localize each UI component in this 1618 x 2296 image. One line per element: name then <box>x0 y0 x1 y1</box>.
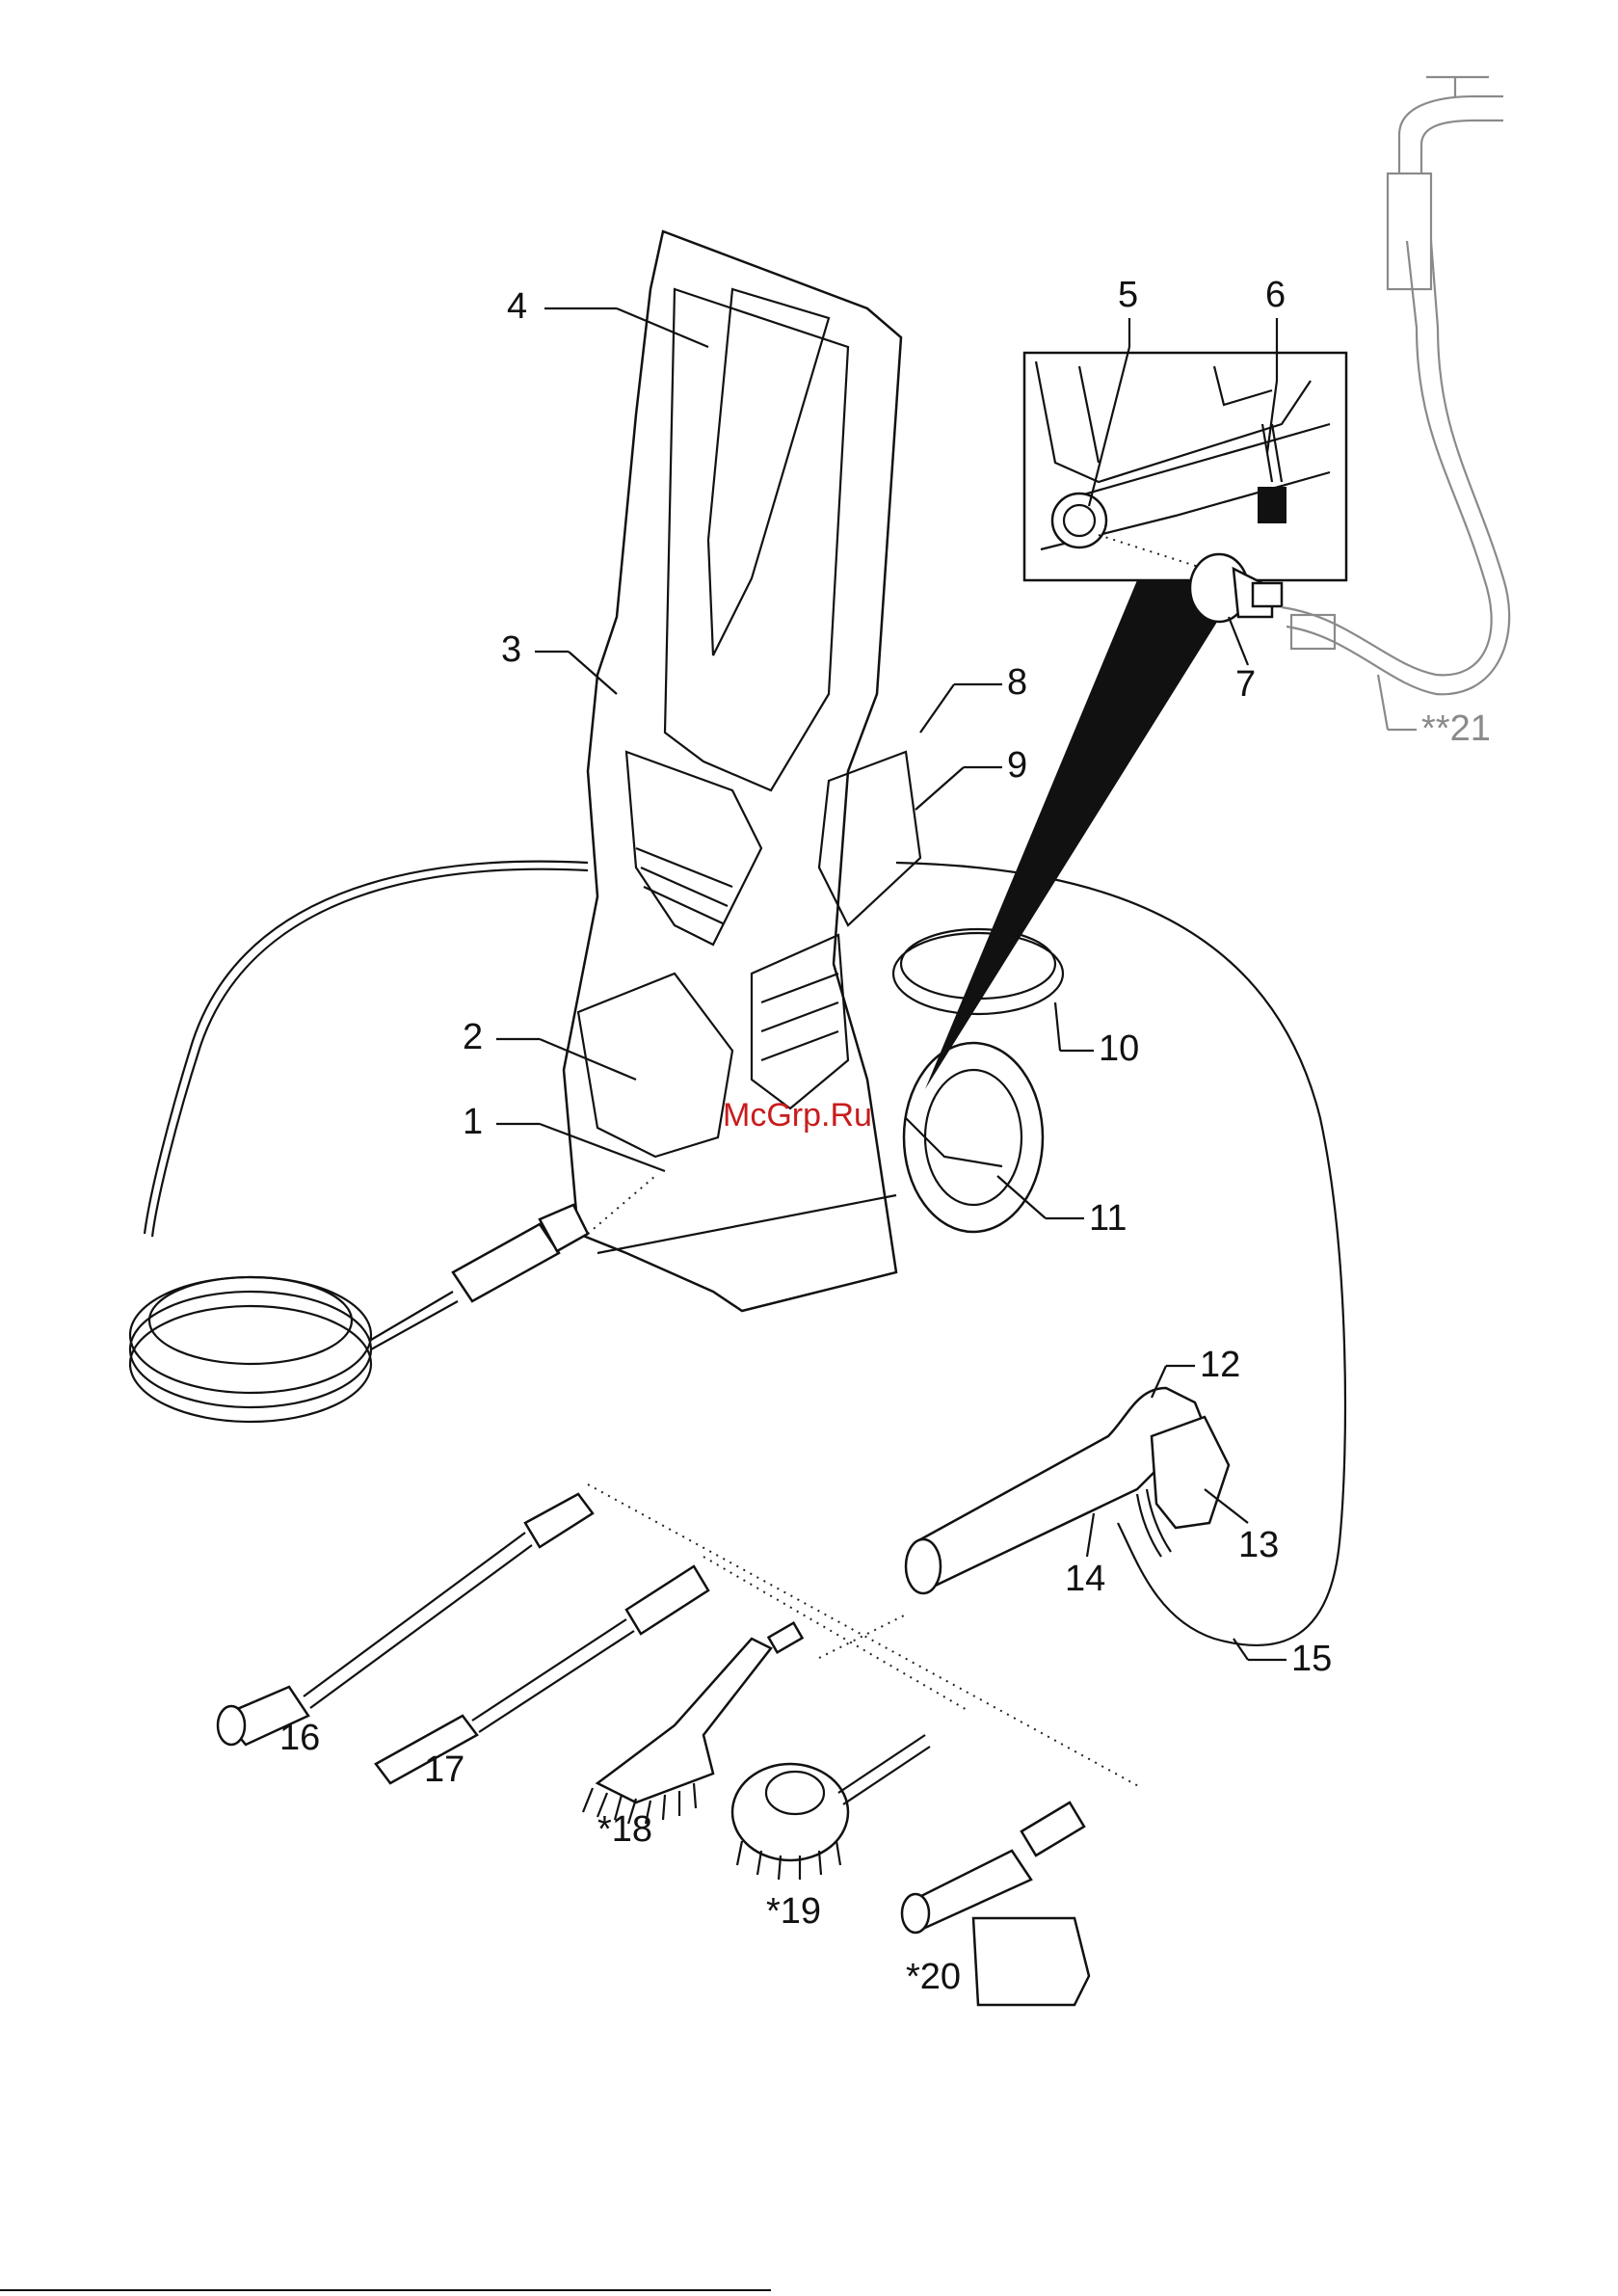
callout-3: 3 <box>501 629 521 670</box>
callout-4: 4 <box>507 286 527 327</box>
detail-inset <box>925 353 1346 1089</box>
callout-2: 2 <box>463 1017 483 1057</box>
callout-19: *19 <box>766 1891 821 1932</box>
callout-15: 15 <box>1291 1639 1332 1679</box>
wheel-cover <box>904 1043 1043 1232</box>
callout-8: 8 <box>1007 662 1027 703</box>
accessory-lances <box>218 1484 1142 2005</box>
callout-11: 11 <box>1089 1198 1127 1239</box>
callout-7: 7 <box>1235 664 1256 705</box>
callout-13: 13 <box>1238 1525 1279 1565</box>
callout-6: 6 <box>1265 275 1286 315</box>
callout-16: 16 <box>279 1718 320 1758</box>
callout-17: 17 <box>424 1749 464 1790</box>
washer-body <box>564 231 920 1311</box>
callout-5: 5 <box>1118 275 1138 315</box>
callout-18: *18 <box>597 1809 652 1850</box>
callout-14: 14 <box>1065 1559 1105 1599</box>
watermark: McGrp.Ru <box>723 1097 872 1134</box>
callout-21: **21 <box>1421 708 1491 749</box>
callout-20: *20 <box>906 1957 961 1997</box>
callout-10: 10 <box>1099 1028 1139 1069</box>
callout-1: 1 <box>463 1102 483 1142</box>
callout-12: 12 <box>1200 1345 1240 1385</box>
callout-9: 9 <box>1007 745 1027 786</box>
